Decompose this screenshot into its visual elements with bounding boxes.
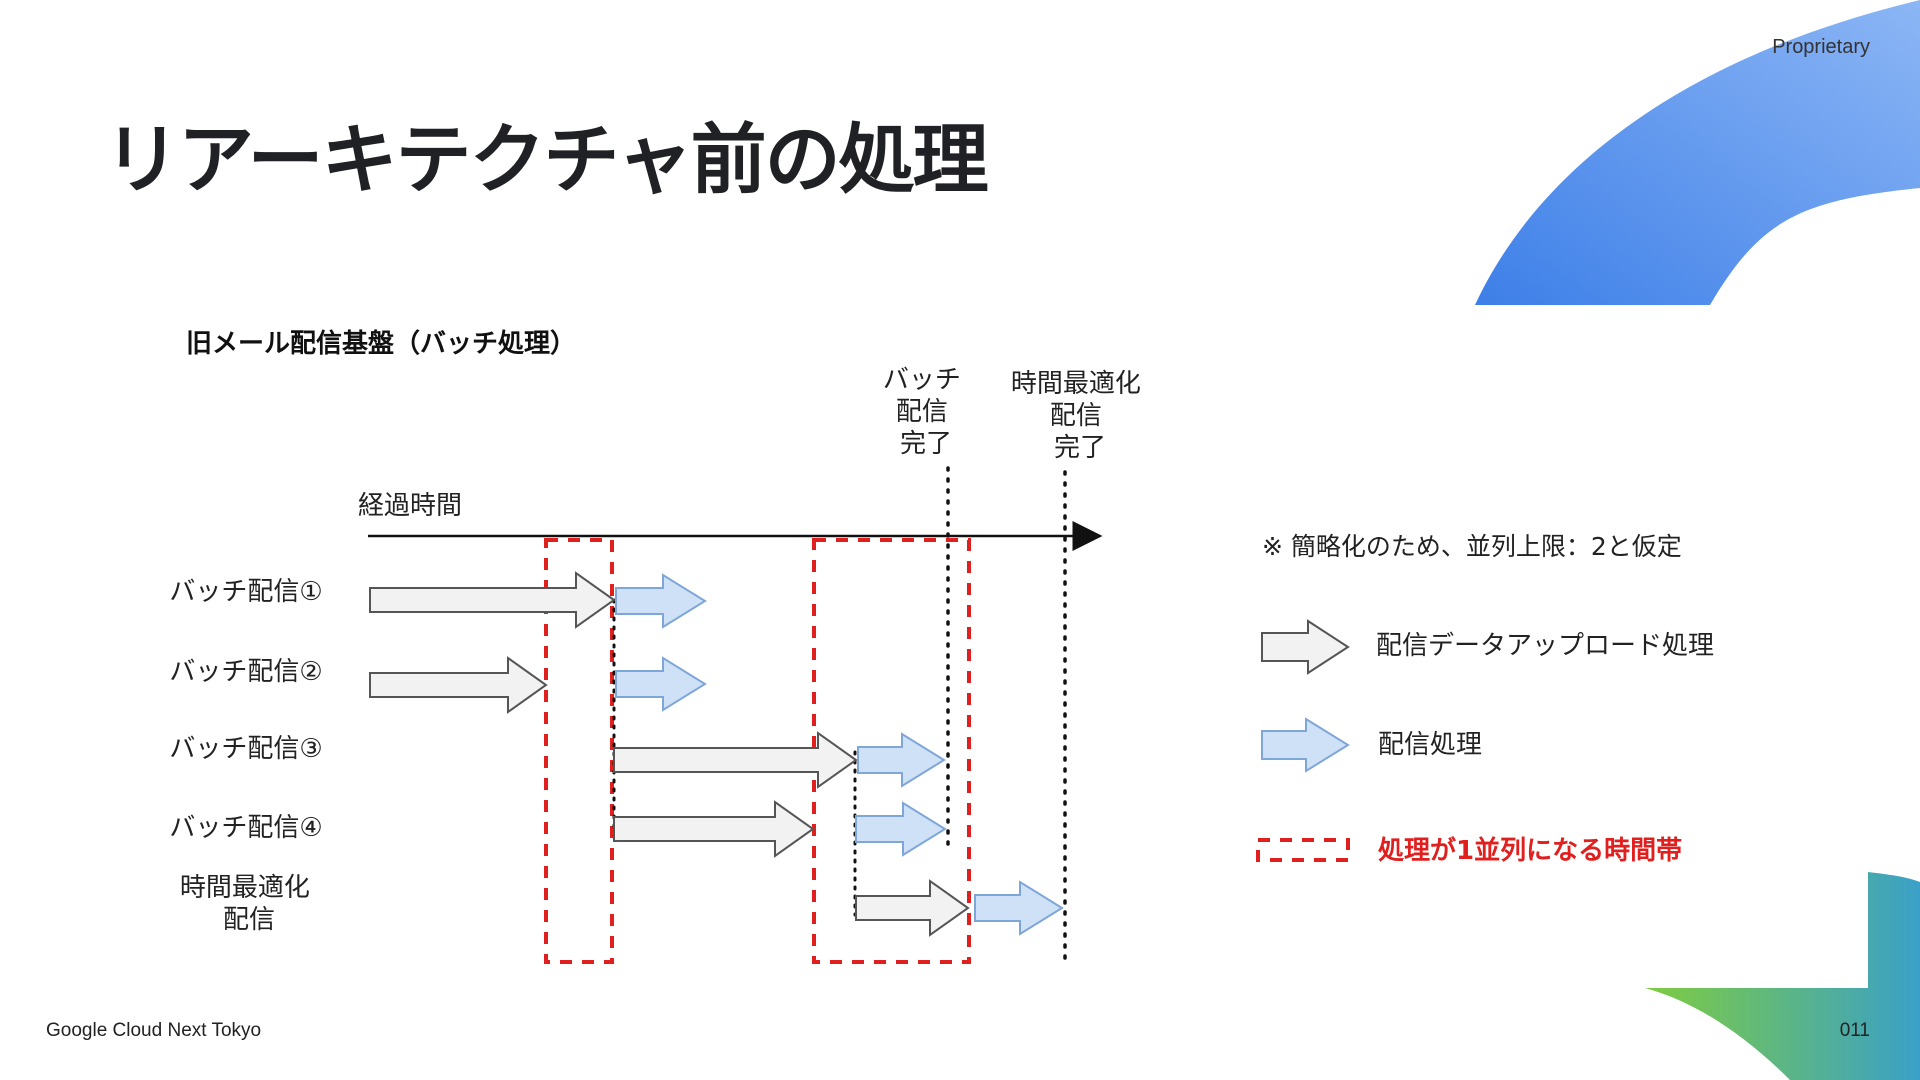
upload-arrow-batch-1 xyxy=(369,571,616,629)
legend-delivery-label: 配信処理 xyxy=(1378,730,1482,760)
upload-arrow-optimized xyxy=(855,879,970,937)
row-label-batch-4: バッチ配信④ xyxy=(169,813,322,843)
footer-event-name: Google Cloud Next Tokyo xyxy=(46,1020,262,1041)
green-corner-shape xyxy=(1645,872,1920,1080)
legend-delivery-arrow xyxy=(1261,717,1350,773)
upload-arrow-batch-3 xyxy=(613,731,858,789)
row-label-batch-1: バッチ配信① xyxy=(169,577,322,607)
proprietary-label: Proprietary xyxy=(1772,36,1870,58)
page-number: 011 xyxy=(1839,1020,1870,1041)
milestone-label-optimized: 時間最適化 配信 完了 xyxy=(1011,369,1149,463)
milestone-label-batch: バッチ 配信 完了 xyxy=(883,365,969,459)
delivery-arrow-batch-3 xyxy=(857,732,946,788)
legend-upload-label: 配信データアップロード処理 xyxy=(1376,631,1714,661)
row-label-batch-3: バッチ配信③ xyxy=(169,734,322,764)
single-parallel-window-1 xyxy=(544,538,614,964)
legend-single-parallel-label: 処理が1並列になる時間帯 xyxy=(1378,835,1682,866)
single-parallel-window-2 xyxy=(812,538,971,964)
axis-label: 経過時間 xyxy=(358,491,462,521)
legend-upload-arrow xyxy=(1261,619,1350,675)
delivery-arrow-batch-1 xyxy=(615,573,707,629)
upload-arrow-batch-4 xyxy=(613,800,815,858)
diagram-heading: 旧メール配信基盤（バッチ処理） xyxy=(186,329,576,359)
delivery-arrow-optimized xyxy=(974,880,1064,936)
delivery-arrow-batch-2 xyxy=(615,656,707,712)
legend-dashed-box xyxy=(1256,838,1350,862)
blue-arc-shape xyxy=(1475,0,1920,305)
delivery-arrow-batch-4 xyxy=(855,801,947,857)
row-label-optimized: 時間最適化 配信 xyxy=(180,873,318,935)
row-label-batch-2: バッチ配信② xyxy=(169,657,322,687)
simplification-note: ※ 簡略化のため、並列上限：2と仮定 xyxy=(1262,532,1682,561)
upload-arrow-batch-2 xyxy=(369,656,548,714)
page-title: リアーキテクチャ前の処理 xyxy=(104,115,989,204)
